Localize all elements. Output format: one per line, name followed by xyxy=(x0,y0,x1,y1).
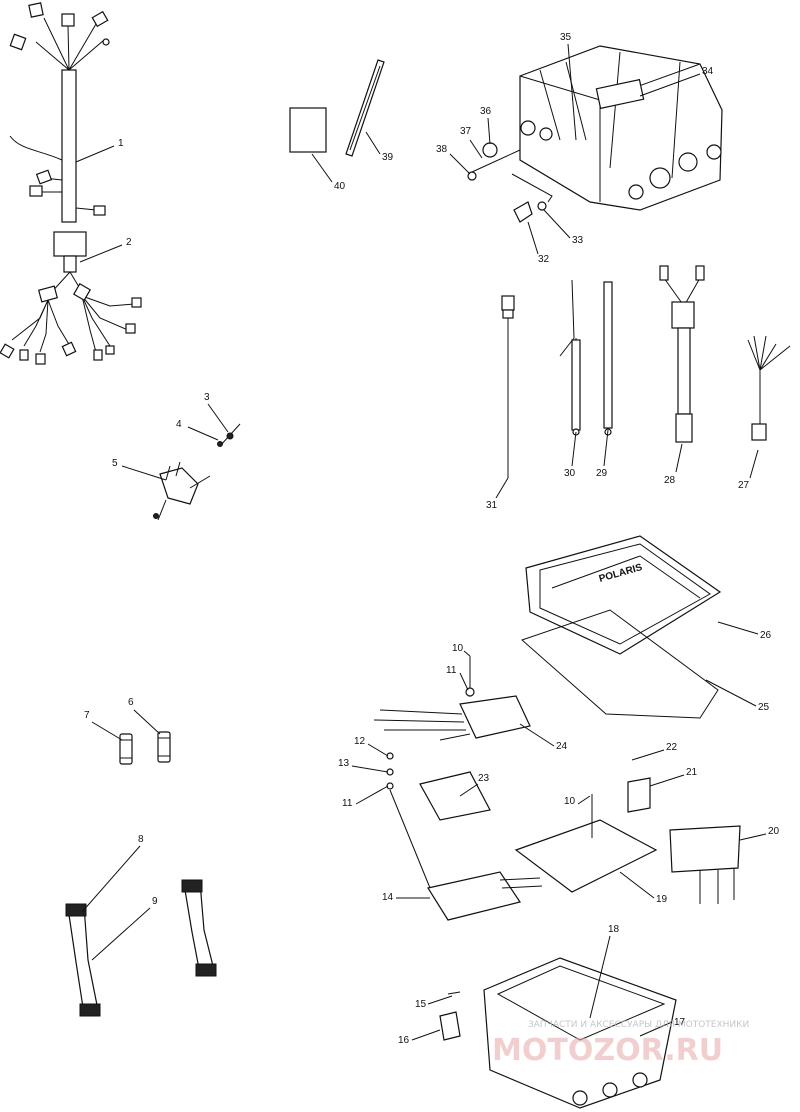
callout-label-c11a: 11 xyxy=(446,665,457,676)
callout-leader-c2 xyxy=(79,244,123,263)
callout-label-c25: 25 xyxy=(758,702,770,713)
callout-leader-c38 xyxy=(449,153,471,175)
callout-label-c18: 18 xyxy=(608,924,620,935)
callout-leader-c1 xyxy=(75,145,115,163)
callout-leader-c17 xyxy=(639,1021,673,1037)
callout-label-c31: 31 xyxy=(486,500,498,511)
callout-leader-c19 xyxy=(619,871,655,899)
secondary-wiring-harness xyxy=(0,231,142,365)
callout-label-c13: 13 xyxy=(338,758,350,769)
callout-leader-c6 xyxy=(133,709,161,735)
callout-leader-c11b xyxy=(355,785,389,805)
callout-leader-c34 xyxy=(639,73,701,97)
callout-leader-c39 xyxy=(365,131,381,155)
callout-label-c38: 38 xyxy=(436,144,448,155)
callout-leader-c27 xyxy=(749,449,759,479)
callout-leader-c16 xyxy=(411,1029,441,1041)
callout-leader-c26 xyxy=(717,621,759,635)
callout-leader-c23 xyxy=(459,783,479,797)
callout-label-c16: 16 xyxy=(398,1035,410,1046)
callout-label-c26: 26 xyxy=(760,630,772,641)
callout-leader-c5 xyxy=(121,465,167,481)
part-callouts: 1234567891011121311141516171819202122231… xyxy=(75,32,780,1046)
callout-label-c10a: 10 xyxy=(452,643,464,654)
callout-leader-c10a xyxy=(463,650,471,657)
callout-leader-c10b xyxy=(577,795,591,805)
callout-label-c12: 12 xyxy=(354,736,366,747)
callout-label-c3: 3 xyxy=(204,392,210,403)
callout-label-c39: 39 xyxy=(382,152,394,163)
callout-label-c27: 27 xyxy=(738,480,750,491)
callout-label-c19: 19 xyxy=(656,894,668,905)
wiring-harness xyxy=(9,2,110,223)
callout-label-c40: 40 xyxy=(334,181,346,192)
callout-label-c1: 1 xyxy=(118,138,124,149)
cable-pair xyxy=(65,879,217,1017)
fuse-pair xyxy=(119,731,171,765)
callout-leader-c30 xyxy=(571,431,577,467)
lid-and-gasket xyxy=(521,535,722,719)
callout-leader-c35 xyxy=(567,43,577,141)
callout-leader-c20 xyxy=(739,833,767,841)
harness-leads xyxy=(501,265,791,478)
callout-label-c9: 9 xyxy=(152,896,158,907)
callout-leader-c32 xyxy=(527,221,539,255)
callout-label-c7: 7 xyxy=(84,710,90,721)
callout-label-c30: 30 xyxy=(564,468,576,479)
callout-leader-c13 xyxy=(351,765,389,773)
callout-leader-c4 xyxy=(187,426,219,441)
callout-leader-c11a xyxy=(459,672,469,691)
callout-leader-c25 xyxy=(705,679,757,707)
callout-label-c14: 14 xyxy=(382,892,394,903)
callout-leader-c7 xyxy=(91,721,123,741)
callout-label-c8: 8 xyxy=(138,834,144,845)
callout-leader-c12 xyxy=(367,743,389,757)
callout-label-c28: 28 xyxy=(664,475,676,486)
callout-label-c21: 21 xyxy=(686,767,698,778)
callout-label-c6: 6 xyxy=(128,697,134,708)
callout-leader-c40 xyxy=(311,153,333,183)
callout-label-c17: 17 xyxy=(674,1017,686,1028)
callout-label-c2: 2 xyxy=(126,237,132,248)
callout-label-c29: 29 xyxy=(596,468,608,479)
callout-leader-c36 xyxy=(487,117,491,145)
callout-leader-c3 xyxy=(207,403,229,433)
callout-leader-c8 xyxy=(81,845,141,913)
callout-leader-c9 xyxy=(91,907,151,961)
callout-label-c33: 33 xyxy=(572,235,584,246)
callout-leader-c29 xyxy=(603,429,609,467)
callout-label-c23: 23 xyxy=(478,773,490,784)
callout-label-c4: 4 xyxy=(176,419,182,430)
callout-label-c32: 32 xyxy=(538,254,550,265)
watermark-small: ЗАПЧАСТИ И АКСЕССУАРЫ ДЛЯ МОТОТЕХНИКИ xyxy=(528,1020,749,1030)
callout-label-c20: 20 xyxy=(768,826,780,837)
callout-leader-c21 xyxy=(649,774,685,787)
callout-label-c5: 5 xyxy=(112,458,118,469)
callout-label-c11b: 11 xyxy=(342,798,353,809)
base-housing xyxy=(439,957,677,1109)
callout-label-c37: 37 xyxy=(460,126,472,137)
switch-assembly xyxy=(153,423,241,521)
control-boards xyxy=(373,656,741,921)
callout-label-c15: 15 xyxy=(415,999,427,1010)
callout-label-c22: 22 xyxy=(666,742,678,753)
callout-label-c35: 35 xyxy=(560,32,572,43)
callout-leader-c15 xyxy=(427,995,453,1005)
callout-leader-c28 xyxy=(675,443,683,473)
callout-leader-c33 xyxy=(543,209,571,239)
watermark-large: MOTOZOR.RU xyxy=(492,1033,723,1068)
callout-label-c36: 36 xyxy=(480,106,492,117)
callout-label-c24: 24 xyxy=(556,741,568,752)
controller-cover xyxy=(467,45,723,223)
callout-leader-c22 xyxy=(631,749,665,761)
callout-leader-c31 xyxy=(495,477,509,499)
callout-label-c34: 34 xyxy=(702,66,714,77)
callout-label-c10b: 10 xyxy=(564,796,576,807)
callout-leader-c18 xyxy=(589,935,611,1019)
label-and-strap xyxy=(289,59,385,157)
callout-leader-c37 xyxy=(469,139,483,159)
callout-leader-c24 xyxy=(519,723,555,747)
